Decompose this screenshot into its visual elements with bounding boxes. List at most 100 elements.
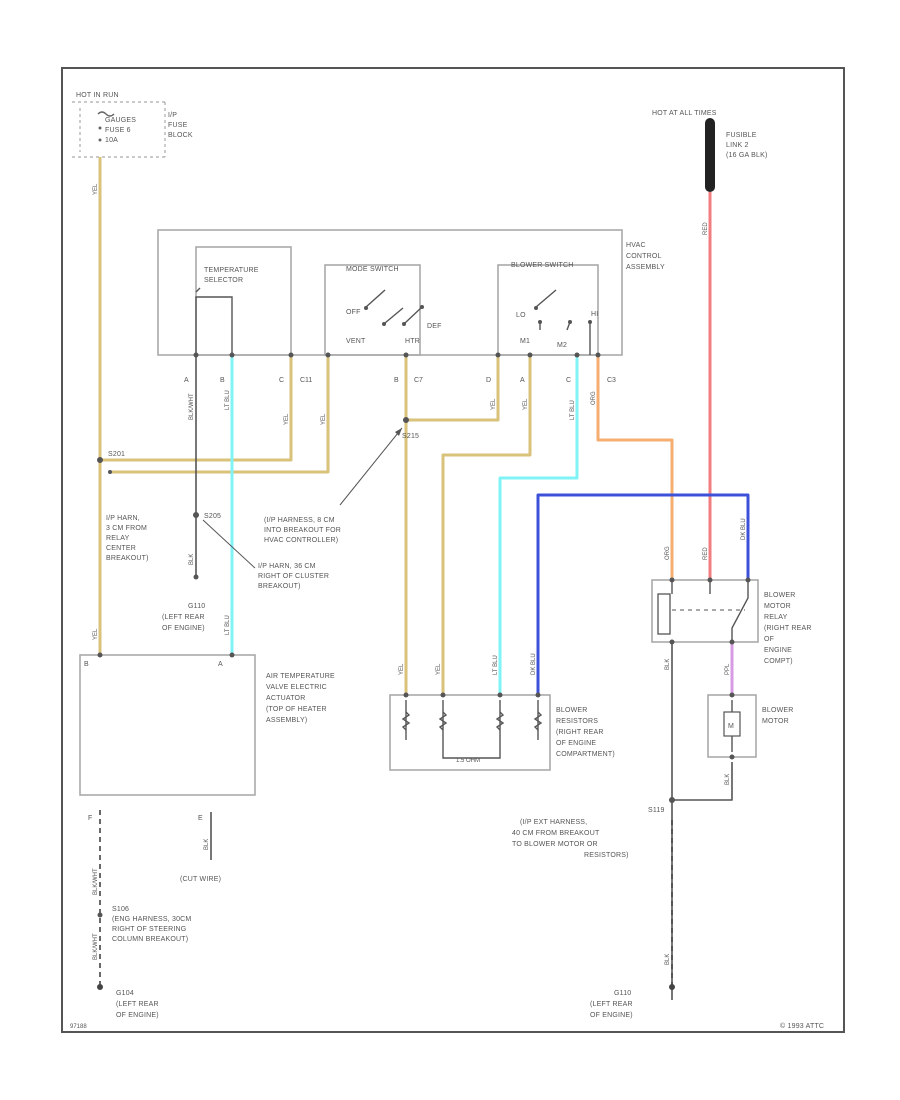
wire-label-yel-1: YEL bbox=[93, 183, 99, 195]
wire-label-blk-2: BLK bbox=[725, 774, 731, 785]
s205-desc-1: I/P HARN, 36 CM bbox=[258, 563, 316, 570]
pin-a-blower: A bbox=[520, 377, 525, 384]
s106-label: S106 bbox=[112, 906, 129, 913]
s119-desc-1: (I/P EXT HARNESS, bbox=[520, 819, 587, 826]
fusible-link-label-2: LINK 2 bbox=[726, 142, 749, 149]
g110-left-desc-2: OF ENGINE) bbox=[162, 625, 205, 632]
s119-desc-3: TO BLOWER MOTOR OR bbox=[512, 841, 598, 848]
s215-desc-2: INTO BREAKOUT FOR bbox=[264, 527, 341, 534]
blower-switch-label: BLOWER SWITCH bbox=[511, 262, 574, 269]
actuator-pin-f: F bbox=[88, 815, 92, 822]
wire-label-ltblu-4: LT BLU bbox=[570, 400, 576, 420]
pin-c-blower: C bbox=[566, 377, 571, 384]
wire-label-red-1: RED bbox=[703, 222, 709, 235]
fuse-block: HOT IN RUN GAUGES FUSE 6 10A I/P FUSE BL… bbox=[72, 92, 193, 158]
hvac-label-2: CONTROL bbox=[626, 253, 662, 260]
wire-label-dkblu-1: DK BLU bbox=[531, 653, 537, 675]
relay-label-1: BLOWER bbox=[764, 592, 796, 599]
g110-right-desc-2: OF ENGINE) bbox=[590, 1012, 633, 1019]
g104-desc-2: OF ENGINE) bbox=[116, 1012, 159, 1019]
s205-desc-2: RIGHT OF CLUSTER bbox=[258, 573, 329, 580]
fusible-link-title: HOT AT ALL TIMES bbox=[652, 110, 717, 117]
wire-yellow-blower-a bbox=[441, 355, 532, 695]
relay-label-3: RELAY bbox=[764, 614, 788, 621]
blower-motor: M BLOWER MOTOR bbox=[707, 692, 794, 760]
motor-label-2: MOTOR bbox=[762, 718, 789, 725]
fusible-link-label-1: FUSIBLE bbox=[726, 132, 757, 139]
pin-c11: C11 bbox=[300, 377, 312, 384]
g110-right-desc-1: (LEFT REAR bbox=[590, 1001, 633, 1008]
fusible-link-label-3: (16 GA BLK) bbox=[726, 152, 768, 159]
pin-c7: C7 bbox=[414, 377, 423, 384]
ground-g110-right: G110 (LEFT REAR OF ENGINE) bbox=[590, 990, 633, 1019]
mode-off-label: OFF bbox=[346, 309, 361, 316]
pin-c-temp: C bbox=[279, 377, 284, 384]
s106-desc-1: (ENG HARNESS, 30CM bbox=[112, 916, 191, 923]
splice-s215: S215 (I/P HARNESS, 8 CM INTO BREAKOUT FO… bbox=[264, 417, 419, 544]
splice-s201: S201 I/P HARN, 3 CM FROM RELAY CENTER BR… bbox=[97, 451, 149, 562]
wire-label-blk-5: BLK bbox=[204, 839, 210, 850]
wire-label-org-1: ORG bbox=[591, 391, 597, 405]
wire-label-yel-4: YEL bbox=[321, 413, 327, 425]
g104-desc-1: (LEFT REAR bbox=[116, 1001, 159, 1008]
s119-desc-4: RESISTORS) bbox=[584, 852, 629, 859]
footer-code: 97188 bbox=[70, 1024, 87, 1030]
actuator-label-5: ASSEMBLY) bbox=[266, 717, 307, 724]
s201-desc-3: RELAY bbox=[106, 535, 130, 542]
wire-label-yel-7: YEL bbox=[491, 398, 497, 410]
actuator-label-4: (TOP OF HEATER bbox=[266, 706, 327, 713]
fuse-rating: 10A bbox=[105, 137, 118, 144]
wire-label-blkwht-3: BLK/WHT bbox=[93, 933, 99, 960]
fuse-block-label-1: I/P bbox=[168, 112, 177, 119]
blower-resistors: 1.5 OHM BLOWER RESISTORS (RIGHT REAR OF … bbox=[389, 692, 615, 771]
relay-label-2: MOTOR bbox=[764, 603, 791, 610]
fuse-block-label-2: FUSE bbox=[168, 122, 188, 129]
s119-label: S119 bbox=[648, 807, 665, 814]
wire-label-blkwht-1: BLK/WHT bbox=[189, 393, 195, 420]
actuator-pin-e: E bbox=[198, 815, 203, 822]
wire-label-yel-8: YEL bbox=[523, 398, 529, 410]
blower-m2-label: M2 bbox=[557, 342, 567, 349]
wire-label-ltblu-2: LT BLU bbox=[225, 615, 231, 635]
wires bbox=[98, 157, 750, 1000]
ground-g110-left: G110 (LEFT REAR OF ENGINE) bbox=[162, 603, 205, 632]
splice-s119: S119 (I/P EXT HARNESS, 40 CM FROM BREAKO… bbox=[512, 797, 675, 859]
g110-right-label: G110 bbox=[614, 990, 631, 997]
wire-ltblu-blower-c bbox=[498, 355, 579, 695]
resistors-label-3: (RIGHT REAR bbox=[556, 729, 604, 736]
resistors-label-1: BLOWER bbox=[556, 707, 588, 714]
blower-m1-label: M1 bbox=[520, 338, 530, 345]
wire-label-blk-1: BLK bbox=[665, 659, 671, 670]
relay-label-4: (RIGHT REAR bbox=[764, 625, 812, 632]
resistors-label-2: RESISTORS bbox=[556, 718, 598, 725]
wire-label-ppl: PPL bbox=[725, 663, 731, 675]
s201-label: S201 bbox=[108, 451, 125, 458]
relay-label-6: ENGINE bbox=[764, 647, 792, 654]
ground-g104: G104 (LEFT REAR OF ENGINE) bbox=[116, 990, 159, 1019]
s205-label: S205 bbox=[204, 513, 221, 520]
mode-switch: MODE SWITCH OFF DEF VENT HTR bbox=[324, 264, 441, 356]
motor-label-1: BLOWER bbox=[762, 707, 794, 714]
cut-wire-label: (CUT WIRE) bbox=[180, 876, 221, 883]
mode-vent-label: VENT bbox=[346, 338, 366, 345]
wire-label-yel-2: YEL bbox=[93, 628, 99, 640]
pin-a-temp: A bbox=[184, 377, 189, 384]
fusible-link-icon bbox=[705, 118, 715, 192]
s201-desc-5: BREAKOUT) bbox=[106, 555, 149, 562]
relay-label-5: OF bbox=[764, 636, 774, 643]
diagram-frame bbox=[61, 67, 845, 1033]
s215-desc-1: (I/P HARNESS, 8 CM bbox=[264, 517, 335, 524]
wire-black-motor-gnd bbox=[672, 762, 733, 801]
footer-copyright: © 1993 ATTC bbox=[780, 1022, 824, 1030]
s215-desc-3: HVAC CONTROLLER) bbox=[264, 537, 338, 544]
temp-selector-label-1: TEMPERATURE bbox=[204, 267, 259, 274]
s119-desc-2: 40 CM FROM BREAKOUT bbox=[512, 830, 600, 837]
s106-desc-3: COLUMN BREAKOUT) bbox=[112, 936, 188, 943]
pin-d-blower: D bbox=[486, 377, 491, 384]
wire-label-red-2: RED bbox=[703, 547, 709, 560]
wire-label-ltblu-3: LT BLU bbox=[493, 655, 499, 675]
fuse-name: GAUGES bbox=[105, 117, 136, 124]
g110-left-desc-1: (LEFT REAR bbox=[162, 614, 205, 621]
g104-label: G104 bbox=[116, 990, 134, 997]
wire-label-blkwht-2: BLK/WHT bbox=[93, 868, 99, 895]
